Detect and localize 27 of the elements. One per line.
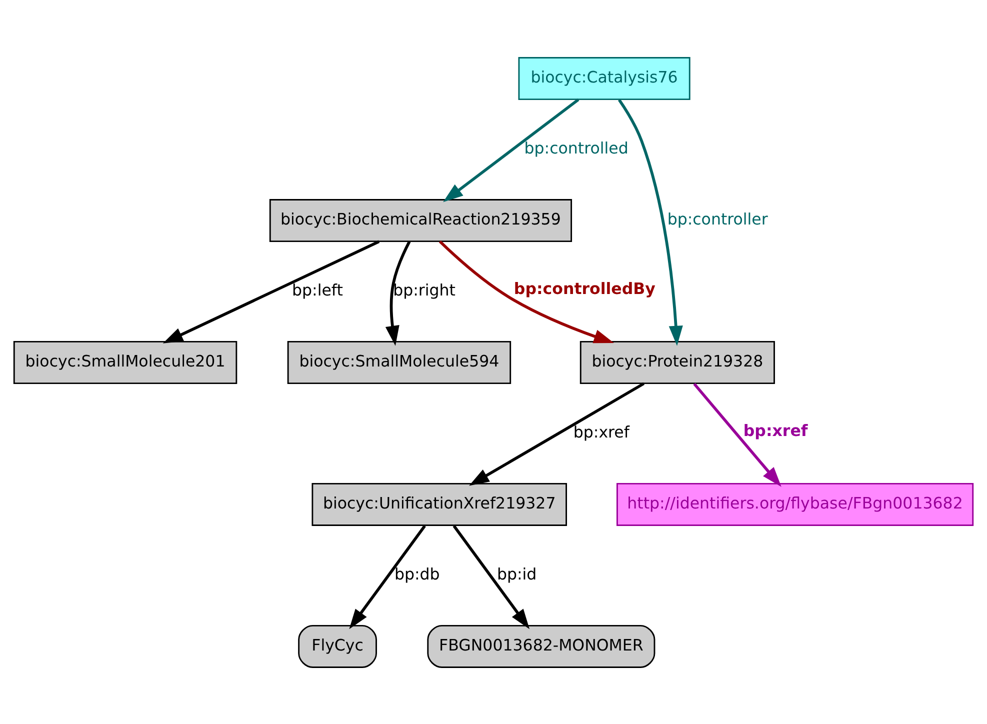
edge-label: bp:left	[292, 280, 343, 300]
node-box: FBGN0013682-MONOMER	[427, 624, 656, 668]
arrow	[693, 382, 782, 486]
arrow	[618, 98, 683, 346]
node-box: FlyCyc	[298, 624, 377, 668]
node-box: biocyc:Catalysis76	[518, 56, 690, 100]
node-box: biocyc:Protein219328	[580, 340, 775, 384]
edge-label: bp:xref	[743, 420, 808, 440]
node-box: biocyc:SmallMolecule201	[13, 340, 238, 384]
arrow	[443, 98, 580, 202]
node-box: biocyc:SmallMolecule594	[287, 340, 512, 384]
edge-label: bp:controlledBy	[514, 278, 656, 298]
arrow	[438, 240, 614, 343]
arrow	[349, 524, 426, 629]
edge-label: bp:xref	[573, 422, 630, 442]
edge-label: bp:right	[393, 280, 456, 300]
edge-label: bp:controller	[667, 209, 768, 228]
edge-label: bp:id	[496, 564, 537, 583]
node-box: biocyc:BiochemicalReaction219359	[269, 198, 572, 242]
arrow	[452, 524, 530, 629]
arrow	[469, 382, 645, 486]
edge-label: bp:controlled	[524, 138, 628, 158]
node-box: biocyc:UnificationXref219327	[312, 482, 567, 526]
node-box: http://identifiers.org/flybase/FBgn0013682	[616, 482, 974, 526]
edge-label: bp:db	[394, 564, 440, 583]
arrow	[385, 240, 411, 346]
arrow	[162, 240, 380, 343]
